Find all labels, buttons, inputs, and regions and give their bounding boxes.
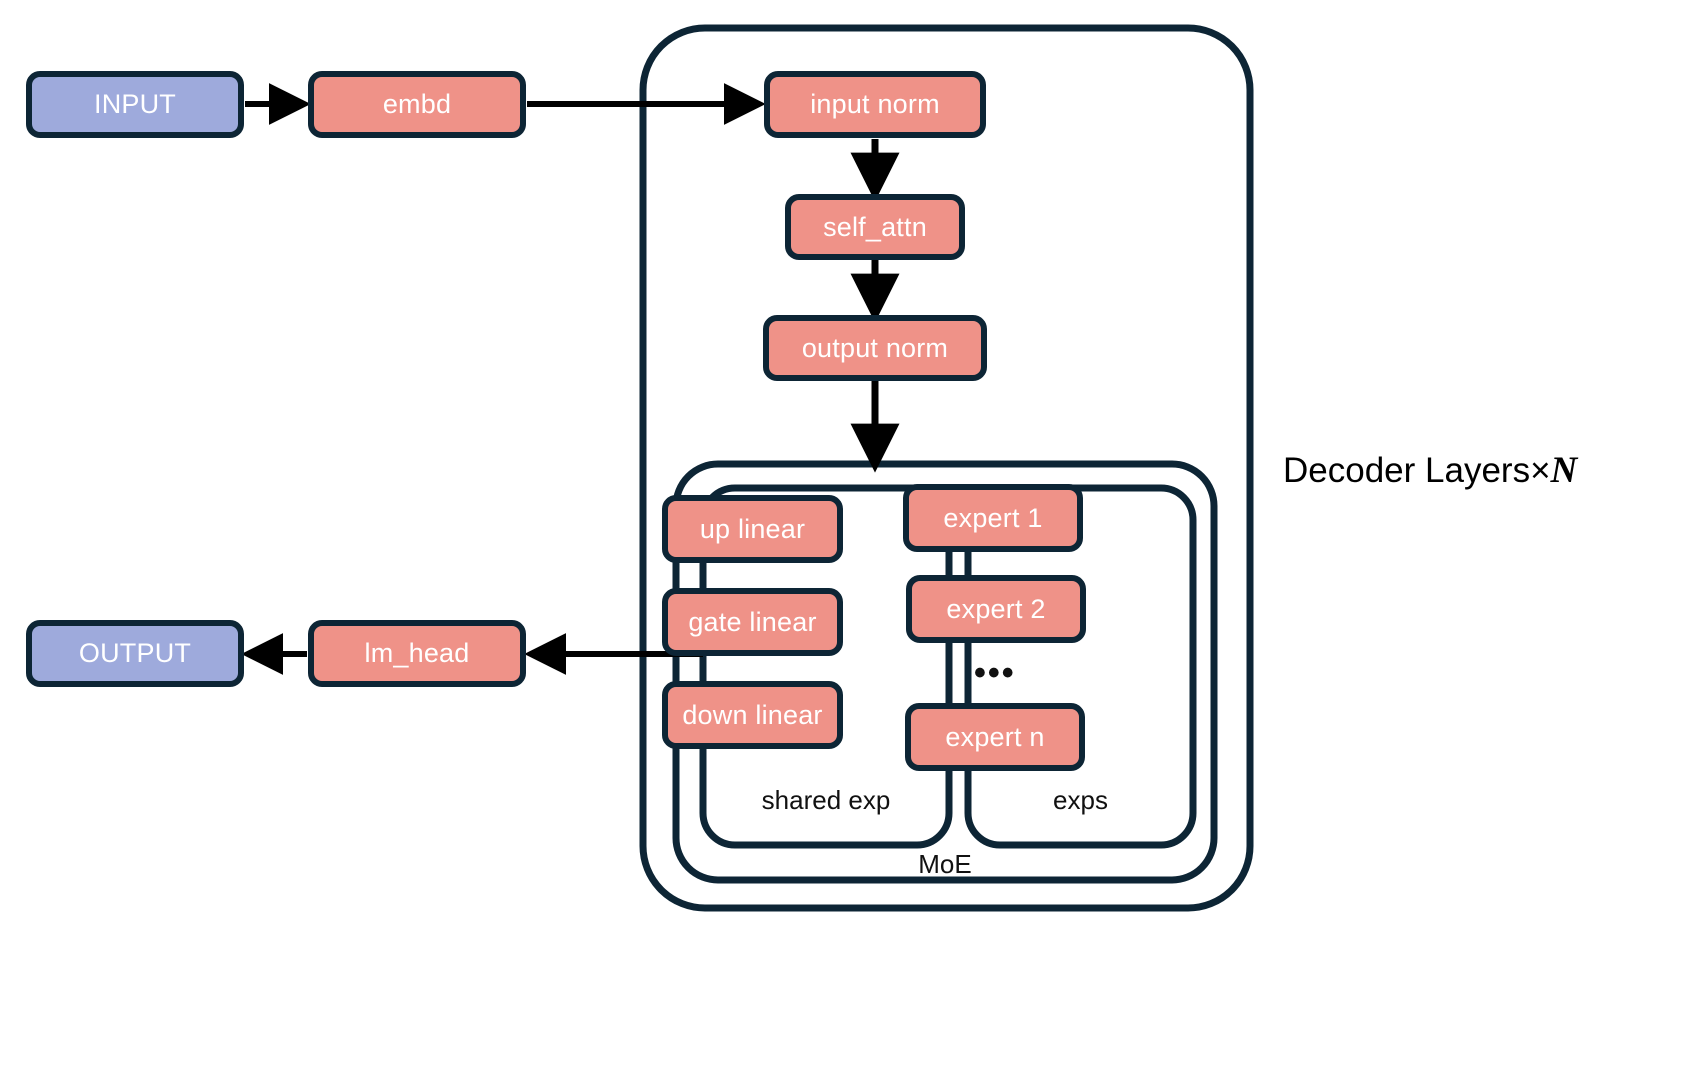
decoder-layers-caption-text: Decoder Layers× [1283, 451, 1551, 490]
node-expert-1[interactable]: expert 1 [903, 484, 1083, 552]
node-down-linear-label: down linear [682, 699, 823, 730]
node-expert-1-label: expert 1 [943, 502, 1043, 533]
node-output-norm[interactable]: output norm [763, 315, 987, 381]
decoder-layers-repeat-symbol: N [1550, 450, 1578, 491]
node-gate-linear[interactable]: gate linear [662, 588, 843, 656]
node-down-linear[interactable]: down linear [662, 681, 843, 749]
node-expert-2-label: expert 2 [946, 593, 1046, 624]
decoder-layers-caption: Decoder Layers×N [1283, 452, 1577, 489]
moe-container-label: MoE [918, 849, 972, 879]
experts-container-label: exps [1053, 785, 1108, 815]
node-output-label: OUTPUT [78, 638, 192, 668]
node-expert-n-label: expert n [945, 721, 1045, 752]
node-self-attn-label: self_attn [823, 211, 927, 242]
node-input[interactable]: INPUT [26, 71, 244, 138]
experts-ellipsis: ••• [974, 654, 1016, 692]
node-embd[interactable]: embd [308, 71, 526, 138]
node-self-attn[interactable]: self_attn [785, 194, 965, 260]
node-lm-head[interactable]: lm_head [308, 620, 526, 687]
decoder-layer-container [639, 24, 1254, 912]
node-lm-head-label: lm_head [364, 638, 470, 668]
node-expert-n[interactable]: expert n [905, 703, 1085, 771]
node-input-label: INPUT [94, 89, 176, 119]
node-up-linear-label: up linear [699, 513, 806, 544]
node-output-norm-label: output norm [801, 332, 949, 363]
node-output[interactable]: OUTPUT [26, 620, 244, 687]
node-input-norm[interactable]: input norm [764, 71, 986, 138]
node-up-linear[interactable]: up linear [662, 495, 843, 563]
node-input-norm-label: input norm [810, 89, 940, 119]
shared-expert-container-label: shared exp [761, 785, 891, 815]
node-expert-2[interactable]: expert 2 [906, 575, 1086, 643]
node-gate-linear-label: gate linear [688, 606, 817, 637]
node-embd-label: embd [382, 89, 452, 119]
